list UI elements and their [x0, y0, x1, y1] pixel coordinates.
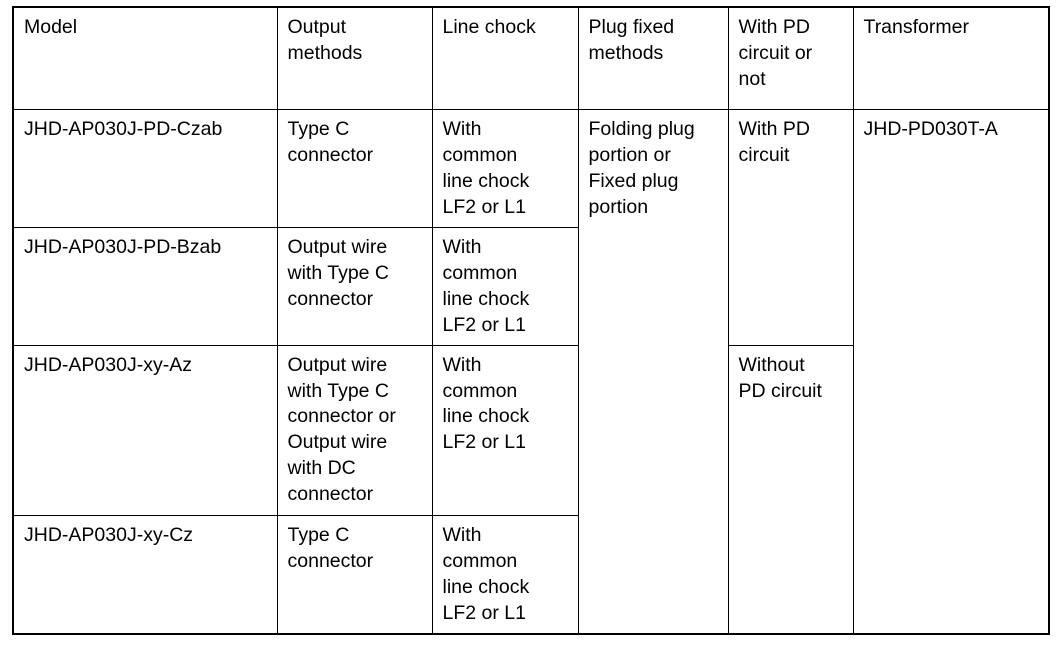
- cell-line-chock: With common line chock LF2 or L1: [431, 109, 579, 228]
- cell-line-chock: With common line chock LF2 or L1: [431, 344, 579, 517]
- cell-transformer-value: JHD-PD030T-A: [863, 118, 998, 140]
- cell-plug-fixed-methods: Folding plug portion or Fixed plug porti…: [577, 109, 729, 635]
- column-header-plug-fixed-methods-label: Plug fixed methods: [588, 16, 675, 64]
- table-row: JHD-AP030J-xy-Az Output wire with Type C…: [12, 344, 1049, 635]
- table-row: JHD-AP030J-PD-Bzab Output wire with Type…: [12, 226, 1049, 346]
- table-row: JHD-AP030J-xy-Cz Type C connector With c…: [12, 515, 1049, 635]
- cell-line-chock-value: With common line chock LF2 or L1: [442, 235, 530, 336]
- cell-plug-fixed-methods-value: Folding plug portion or Fixed plug porti…: [588, 118, 695, 218]
- cell-output-methods-value: Type C connector: [287, 118, 374, 166]
- cell-without-pd-circuit-value: Without PD circuit: [738, 353, 822, 402]
- column-header-line-chock: Line chock: [431, 6, 579, 110]
- cell-model: JHD-AP030J-PD-Bzab: [12, 226, 278, 346]
- table-row: JHD-AP030J-PD-Czab Type C connector With…: [12, 109, 1050, 635]
- cell-model: JHD-AP030J-PD-Czab: [12, 109, 278, 228]
- cell-without-pd-circuit: Without PD circuit: [727, 344, 854, 635]
- cell-line-chock-value: With common line chock LF2 or L1: [442, 118, 530, 218]
- column-header-plug-fixed-methods: Plug fixed methods: [577, 6, 729, 110]
- cell-model: JHD-AP030J-xy-Az: [12, 344, 278, 517]
- cell-with-pd-circuit-value: With PD circuit: [738, 118, 811, 166]
- model-specification-table: Model Output methods Line chock Plug fix…: [12, 6, 1050, 635]
- column-header-output-methods-label: Output methods: [287, 16, 363, 64]
- cell-model-value: JHD-AP030J-PD-Czab: [24, 118, 223, 140]
- spec-table-container: Model Output methods Line chock Plug fix…: [12, 6, 1050, 635]
- cell-model: JHD-AP030J-xy-Cz: [12, 515, 278, 635]
- cell-line-chock-value: With common line chock LF2 or L1: [442, 524, 530, 624]
- table-header-row: Model Output methods Line chock Plug fix…: [12, 6, 1050, 110]
- cell-output-methods: Type C connector: [276, 109, 433, 228]
- cell-output-methods: Type C connector: [276, 515, 433, 635]
- cell-output-methods: Output wire with Type C connector: [276, 226, 433, 346]
- cell-output-methods: Output wire with Type C connector or Out…: [276, 344, 433, 517]
- column-header-model: Model: [12, 6, 278, 110]
- cell-output-methods-value: Output wire with Type C connector: [287, 235, 390, 310]
- cell-model-value: JHD-AP030J-xy-Cz: [24, 524, 194, 547]
- cell-model-value: JHD-AP030J-PD-Bzab: [24, 235, 222, 258]
- column-header-with-pd-circuit-or-not-label: With PD circuit or not: [738, 16, 813, 90]
- column-header-model-label: Model: [24, 16, 78, 38]
- column-header-transformer: Transformer: [852, 6, 1050, 110]
- cell-output-methods-value: Type C connector: [287, 524, 374, 573]
- column-header-line-chock-label: Line chock: [442, 16, 536, 38]
- column-header-transformer-label: Transformer: [863, 16, 969, 38]
- column-header-output-methods: Output methods: [276, 6, 433, 110]
- cell-transformer: JHD-PD030T-A: [852, 109, 1050, 635]
- column-header-with-pd-circuit-or-not: With PD circuit or not: [727, 6, 854, 110]
- cell-line-chock: With common line chock LF2 or L1: [431, 515, 579, 635]
- cell-line-chock-value: With common line chock LF2 or L1: [442, 353, 530, 454]
- cell-line-chock: With common line chock LF2 or L1: [431, 226, 579, 346]
- cell-with-pd-circuit: With PD circuit: [727, 109, 854, 346]
- cell-model-value: JHD-AP030J-xy-Az: [24, 353, 192, 376]
- cell-output-methods-value: Output wire with Type C connector or Out…: [287, 353, 396, 506]
